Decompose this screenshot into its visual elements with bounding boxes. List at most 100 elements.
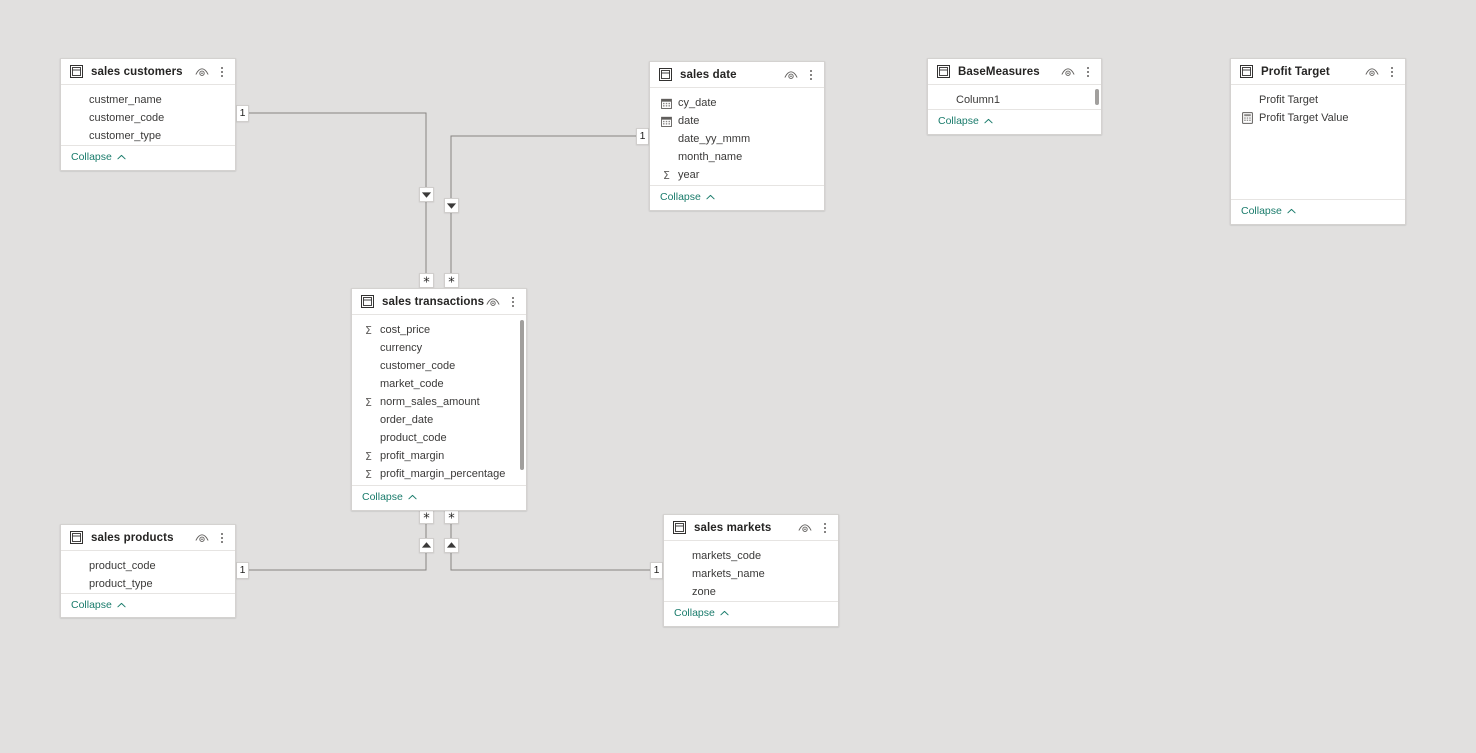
collapse-button[interactable]: Collapse: [71, 599, 126, 611]
table-card-sales-customers[interactable]: sales customers custmer_name customer_code…: [60, 58, 236, 171]
eye-icon[interactable]: [1061, 65, 1075, 79]
eye-icon[interactable]: [195, 65, 209, 79]
collapse-label: Collapse: [660, 190, 701, 203]
collapse-button[interactable]: Collapse: [660, 191, 715, 203]
eye-icon[interactable]: [1365, 65, 1379, 79]
field-name: norm_sales_amount: [380, 396, 480, 408]
filter-direction-up-arrow-icon: [444, 538, 459, 553]
relationship-line-rel-customers-transactions[interactable]: [246, 112, 427, 283]
table-header[interactable]: sales date: [650, 62, 824, 88]
table-title: sales transactions: [382, 295, 485, 308]
field-row[interactable]: month_name: [650, 148, 824, 166]
table-footer: Collapse: [352, 485, 526, 507]
collapse-button[interactable]: Collapse: [362, 491, 417, 503]
field-row[interactable]: currency: [352, 339, 526, 357]
eye-icon[interactable]: [486, 295, 500, 309]
field-row[interactable]: date: [650, 112, 824, 130]
eye-icon[interactable]: [798, 521, 812, 535]
field-row[interactable]: markets_code: [664, 547, 838, 565]
eye-icon[interactable]: [195, 531, 209, 545]
field-name: Profit Target: [1259, 94, 1319, 106]
relationship-line-rel-date-transactions[interactable]: [450, 135, 645, 283]
table-header[interactable]: BaseMeasures: [928, 59, 1101, 85]
field-row[interactable]: product_type: [61, 575, 235, 593]
kebab-menu-icon[interactable]: [216, 65, 228, 79]
collapse-label: Collapse: [71, 150, 112, 163]
relationship-line-rel-markets-transactions[interactable]: [450, 516, 659, 571]
table-icon: [361, 295, 374, 308]
table-header[interactable]: sales customers: [61, 59, 235, 85]
field-row[interactable]: order_date: [352, 411, 526, 429]
field-row[interactable]: custmer_name: [61, 91, 235, 109]
kebab-menu-icon[interactable]: [819, 521, 831, 535]
sigma-icon: Σ: [365, 395, 372, 409]
field-row[interactable]: markets_name: [664, 565, 838, 583]
field-list-scrollbar[interactable]: [1095, 89, 1099, 105]
field-name: order_date: [380, 414, 434, 426]
table-icon: [659, 68, 672, 81]
field-name: custmer_name: [89, 94, 162, 106]
table-title: sales markets: [694, 521, 772, 534]
field-name: customer_code: [380, 360, 456, 372]
field-row[interactable]: customer_code: [61, 109, 235, 127]
table-header[interactable]: sales transactions: [352, 289, 526, 315]
table-icon: [70, 531, 83, 544]
field-name: date_yy_mmm: [678, 133, 751, 145]
table-header[interactable]: Profit Target: [1231, 59, 1405, 85]
field-list-scrollbar[interactable]: [520, 320, 524, 470]
chevron-up-icon: [720, 610, 729, 616]
sigma-icon: Σ: [365, 323, 372, 337]
table-header[interactable]: sales markets: [664, 515, 838, 541]
field-name: market_code: [380, 378, 444, 390]
field-row[interactable]: product_code: [352, 429, 526, 447]
collapse-label: Collapse: [1241, 204, 1282, 217]
field-row[interactable]: Column1: [928, 91, 1101, 109]
filter-direction-down-arrow-icon: [444, 198, 459, 213]
kebab-menu-icon[interactable]: [216, 531, 228, 545]
kebab-menu-icon[interactable]: [1082, 65, 1094, 79]
table-footer: Collapse: [928, 109, 1101, 131]
field-name: cy_date: [678, 97, 717, 109]
collapse-button[interactable]: Collapse: [71, 151, 126, 163]
field-row[interactable]: Profit Target Value: [1231, 109, 1405, 127]
field-row[interactable]: zone: [664, 583, 838, 601]
kebab-menu-icon[interactable]: [507, 295, 519, 309]
field-row[interactable]: Profit Target: [1231, 91, 1405, 109]
relationship-line-rel-products-transactions[interactable]: [246, 516, 427, 571]
chevron-up-icon: [117, 154, 126, 160]
field-row[interactable]: customer_type: [61, 127, 235, 145]
collapse-button[interactable]: Collapse: [938, 115, 993, 127]
table-icon: [673, 521, 686, 534]
field-row[interactable]: date_yy_mmm: [650, 130, 824, 148]
table-header[interactable]: sales products: [61, 525, 235, 551]
field-row[interactable]: customer_code: [352, 357, 526, 375]
kebab-menu-icon[interactable]: [1386, 65, 1398, 79]
sigma-icon: Σ: [365, 449, 372, 463]
field-row[interactable]: cy_date: [650, 94, 824, 112]
collapse-button[interactable]: Collapse: [1241, 205, 1296, 217]
table-footer: Collapse: [1231, 199, 1405, 221]
eye-icon[interactable]: [784, 68, 798, 82]
calculator-icon: [1241, 112, 1254, 125]
kebab-menu-icon[interactable]: [805, 68, 817, 82]
field-name: product_type: [89, 578, 153, 590]
collapse-button[interactable]: Collapse: [674, 607, 729, 619]
field-row[interactable]: market_code: [352, 375, 526, 393]
field-list: product_code product_type: [61, 551, 235, 593]
field-row[interactable]: product_code: [61, 557, 235, 575]
